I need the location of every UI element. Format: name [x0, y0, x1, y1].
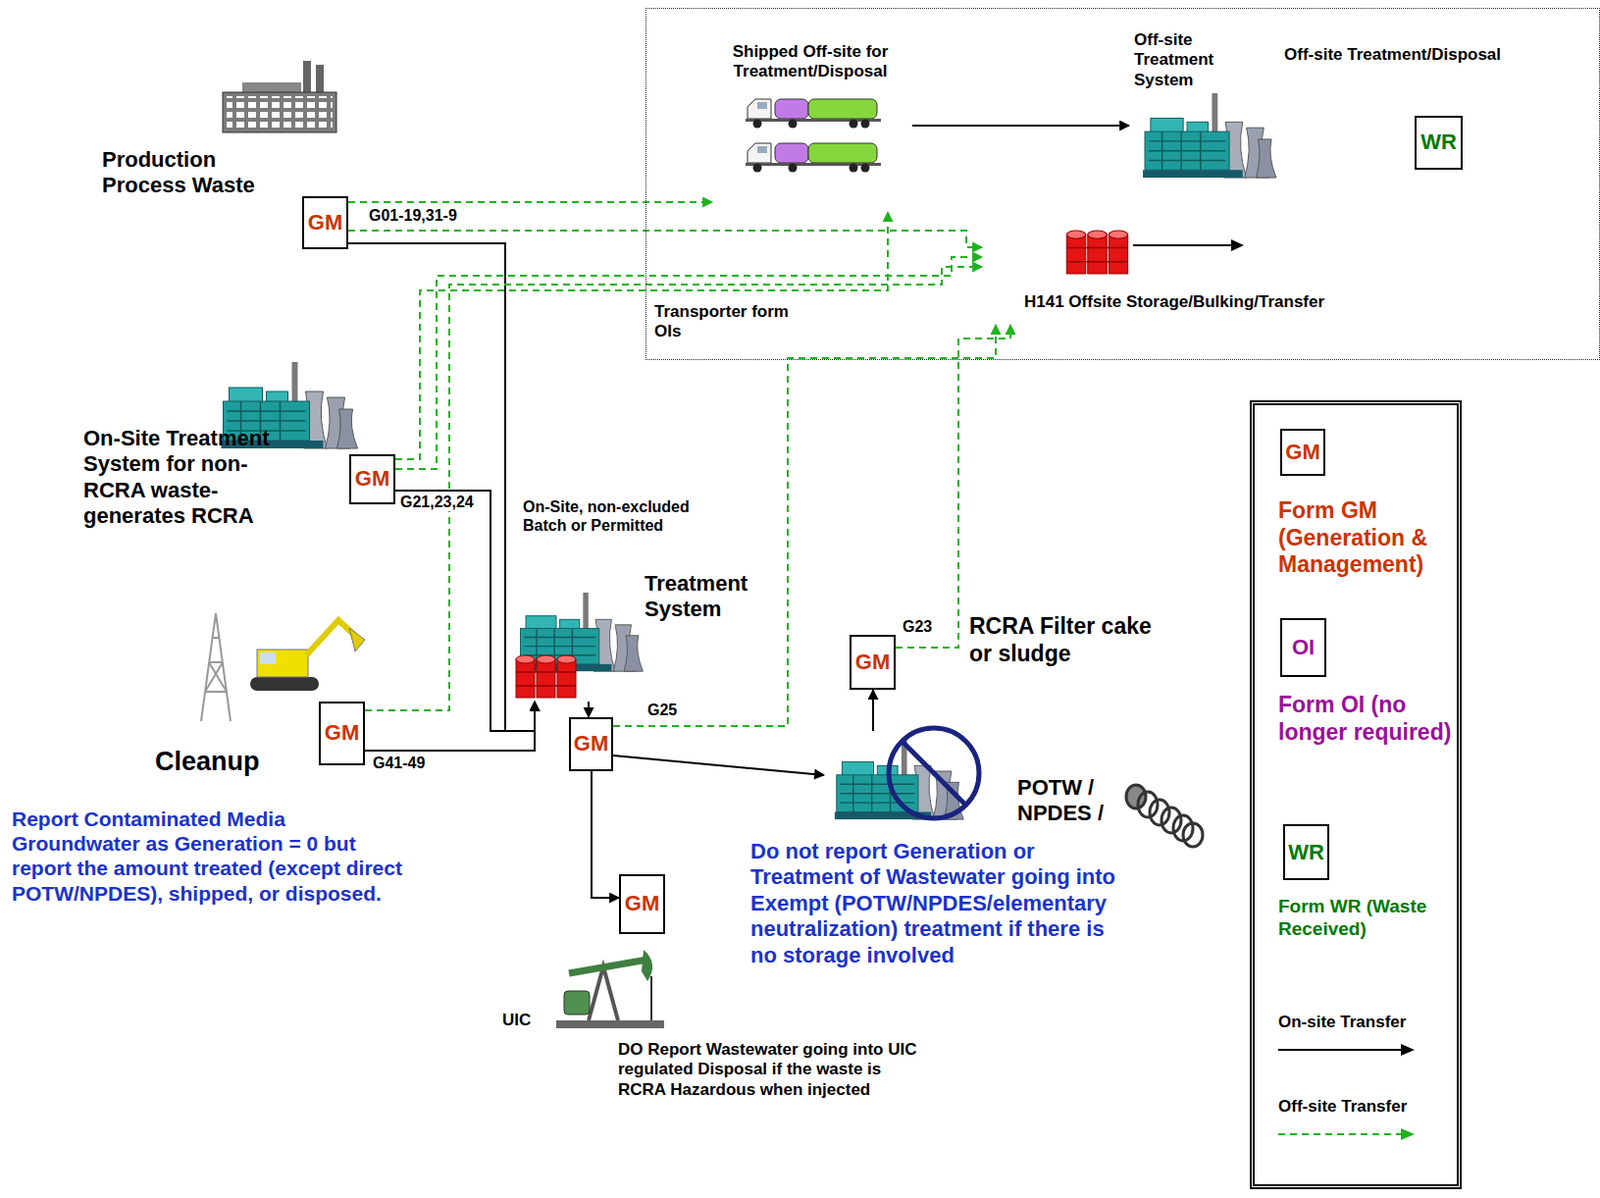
- form-box: GM: [302, 196, 349, 250]
- legend-text: Off-site Transfer: [1278, 1096, 1455, 1117]
- note-text: Report Contaminated Media Groundwater as…: [11, 806, 405, 906]
- storage-group: H141 Offsite Storage/Bulking/Transfer: [981, 224, 1416, 325]
- treatment-group: On-Site, non-excluded Batch or Permitted…: [510, 495, 776, 702]
- legend-sample: GM: [1280, 428, 1326, 476]
- source-label: On-Site Treatment System for non-RCRA wa…: [78, 423, 290, 586]
- source-label: Cleanup: [147, 741, 287, 781]
- legend-sample-text: GM: [1285, 439, 1320, 465]
- node-text: UIC: [502, 1010, 542, 1031]
- excavator-icon: [250, 619, 365, 691]
- onsite-transfer-arrow: [364, 701, 535, 751]
- node-text: GM: [573, 730, 609, 757]
- node-text: H141 Offsite Storage/Bulking/Transfer: [1024, 292, 1412, 312]
- note-text: Do not report Generation or Treatment of…: [750, 838, 1129, 969]
- truck-icon: [745, 99, 881, 129]
- node-text: POTW / NPDES /: [1017, 774, 1121, 827]
- node-text: GM: [624, 890, 660, 917]
- truck-icon: [745, 143, 881, 173]
- legend-text: On-site Transfer: [1278, 1012, 1455, 1033]
- offsite-transfer-arrow: [395, 211, 888, 460]
- outflow-arrow: [1133, 239, 1244, 252]
- node-text: Treatment System: [644, 570, 773, 623]
- uic-group: UIC: [495, 939, 668, 1033]
- node-text: GM: [855, 649, 890, 675]
- callout-text: RCRA Filter cake or sludge: [969, 613, 1166, 668]
- edge-label: G21,23,24: [398, 493, 476, 512]
- node-text: Off-site Treatment/Disposal: [1284, 45, 1579, 65]
- node-text: Shipped Off-site for Treatment/Disposal: [712, 42, 909, 83]
- barrels-icon: [516, 655, 576, 698]
- onsite-transfer-arrow: [587, 701, 590, 718]
- onsite-transfer-arrow: [872, 689, 875, 731]
- node-text: Off-site Treatment System: [1134, 30, 1242, 91]
- plant-icon: [1142, 93, 1277, 178]
- node-text: GM: [324, 720, 360, 746]
- onsite-transfer-arrow: [348, 243, 535, 731]
- edge-label: G23: [900, 618, 934, 636]
- exempt-treatment: POTW / NPDES /: [824, 730, 1125, 829]
- edge-label: G41-49: [370, 754, 427, 773]
- source-label: Production Process Waste: [98, 145, 300, 208]
- node-text: On-Site Treatment System for non-RCRA wa…: [83, 425, 280, 530]
- edge-label: G25: [645, 701, 679, 720]
- form-box: GM: [318, 701, 365, 766]
- form-box: GM: [349, 454, 396, 505]
- form-box: GM: [568, 717, 614, 772]
- onsite-transfer-arrow: [591, 771, 620, 898]
- legend-text: Form GM (Generation & Management): [1278, 497, 1455, 579]
- node-text: On-Site, non-excluded Batch or Permitted: [522, 497, 710, 535]
- barrels-icon: [1066, 230, 1128, 274]
- onsite-transfer-arrow: [395, 490, 535, 731]
- form-box: WR: [1414, 115, 1463, 170]
- note-text: Transporter form OIs: [654, 302, 802, 343]
- plant-icon: [834, 737, 964, 820]
- factory-icon: [222, 60, 337, 133]
- offsite-transfer-arrow: [364, 266, 982, 711]
- offsite-treatment: Off-site Treatment System: [1129, 28, 1287, 186]
- offsite-transfer-arrow: [895, 324, 1011, 648]
- pumpjack-icon: [556, 949, 665, 1029]
- legend-sample-text: OI: [1291, 634, 1315, 661]
- node-text: Production Process Waste: [102, 147, 294, 200]
- note-text: DO Report Wastewater going into UIC regu…: [618, 1039, 923, 1100]
- form-box: GM: [849, 634, 896, 690]
- edge-label: G01-19,31-9: [366, 206, 460, 225]
- offsite-transfer-arrow: [613, 324, 996, 726]
- node-text: GM: [308, 209, 343, 236]
- legend-sample: OI: [1280, 618, 1327, 677]
- legend-text: Form WR (Waste Received): [1278, 895, 1450, 941]
- form-box: GM: [619, 874, 666, 934]
- offsite-transfer-arrow: [395, 257, 982, 469]
- legend-text: Form OI (no longer required): [1278, 691, 1455, 746]
- legend-line-samples: [1278, 1043, 1415, 1140]
- offsite-transfer-arrow: [348, 201, 713, 204]
- onsite-transfer-arrow: [912, 124, 1130, 127]
- legend-sample-text: WR: [1288, 839, 1325, 866]
- prohibition-sign: [888, 727, 980, 819]
- node-text: GM: [355, 465, 390, 492]
- onsite-transfer-arrow: [613, 755, 825, 775]
- pipe-icon: [1126, 784, 1203, 847]
- legend-sample: WR: [1283, 824, 1330, 880]
- node-text: WR: [1420, 129, 1457, 155]
- shipping-group: Shipped Off-site for Treatment/Disposal: [712, 40, 913, 212]
- derrick-icon: [201, 613, 231, 722]
- node-text: Cleanup: [154, 745, 283, 777]
